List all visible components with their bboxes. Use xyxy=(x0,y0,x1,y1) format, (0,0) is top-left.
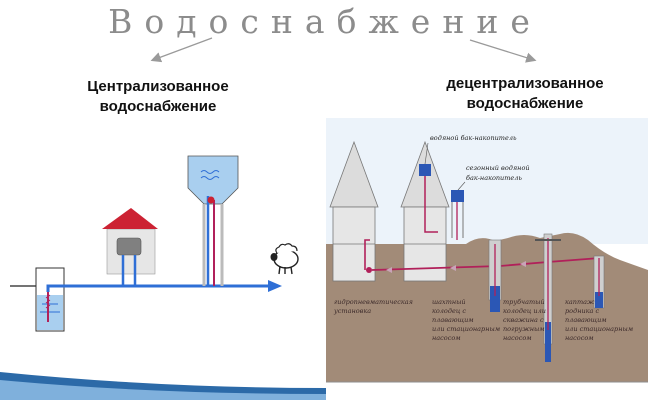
main-pipe xyxy=(46,284,270,292)
callout-tube-line4: погружным xyxy=(503,325,545,333)
seasonal-tank-tower xyxy=(451,190,464,240)
central-label-line2: водоснабжение xyxy=(99,98,217,115)
slide-title: Водоснабжение xyxy=(108,2,542,41)
callout-tube-line2: колодец или xyxy=(503,307,546,315)
callout-shaft-line1: шахтный xyxy=(432,298,466,306)
callout-caisson-line4: или стационарным xyxy=(565,325,633,333)
central-house xyxy=(102,208,158,286)
house-1 xyxy=(329,140,379,282)
callout-tube-line5: насосом xyxy=(503,334,532,342)
callout-tube-line1: трубчатый xyxy=(503,298,545,306)
callout-shaft-line3: плавающим xyxy=(432,316,474,324)
callout-caisson-line2: родника с xyxy=(565,307,599,315)
water-source-tank xyxy=(35,267,65,332)
callout-hydro-line1: гидропневматическая xyxy=(334,298,413,306)
water-waves-icon xyxy=(200,170,220,174)
water-tower xyxy=(187,155,239,286)
callout-seasonal-line2: бак-накопитель xyxy=(466,174,522,182)
callout-shaft-line2: колодец с xyxy=(432,307,466,315)
sky-panel xyxy=(326,118,648,244)
callout-seasonal-line1: сезонный водяной xyxy=(466,164,530,172)
title-pointer-arrows xyxy=(150,37,537,63)
decentral-branch-label: децентрализованное водоснабжение xyxy=(410,74,640,114)
flow-arrow-icon xyxy=(268,280,282,292)
callout-caisson-line1: каптаж xyxy=(565,298,595,306)
bottom-decor-wave-light xyxy=(0,380,326,400)
centralized-scheme xyxy=(10,155,299,332)
decentral-label-line1: децентрализованное xyxy=(446,75,604,92)
callout-shaft-line4: или стационарным xyxy=(432,325,500,333)
sheep-icon xyxy=(270,243,299,275)
pointer-arrow-left xyxy=(150,37,213,63)
tube-well xyxy=(535,233,561,362)
caisson-spring xyxy=(593,255,605,309)
flow-arrow-icon xyxy=(386,261,526,273)
callout-hydro-line2: установка xyxy=(333,307,371,315)
callout-tube-line3: скважина с xyxy=(503,316,544,324)
callout-caisson-line3: плавающим xyxy=(565,316,607,324)
shaft-well xyxy=(488,239,502,312)
callout-shaft-line5: насосом xyxy=(432,334,461,342)
central-branch-label: Централизованное водоснабжение xyxy=(58,77,258,117)
callout-water-tank: водяной бак-накопитель xyxy=(430,134,517,142)
pointer-arrow-right xyxy=(469,39,537,63)
decentral-label-line2: водоснабжение xyxy=(466,95,584,112)
callout-caisson-line5: насосом xyxy=(565,334,594,342)
central-label-line1: Централизованное xyxy=(87,78,229,95)
decentralized-scheme: водяной бак-накопитель сезонный водяной … xyxy=(326,118,648,383)
